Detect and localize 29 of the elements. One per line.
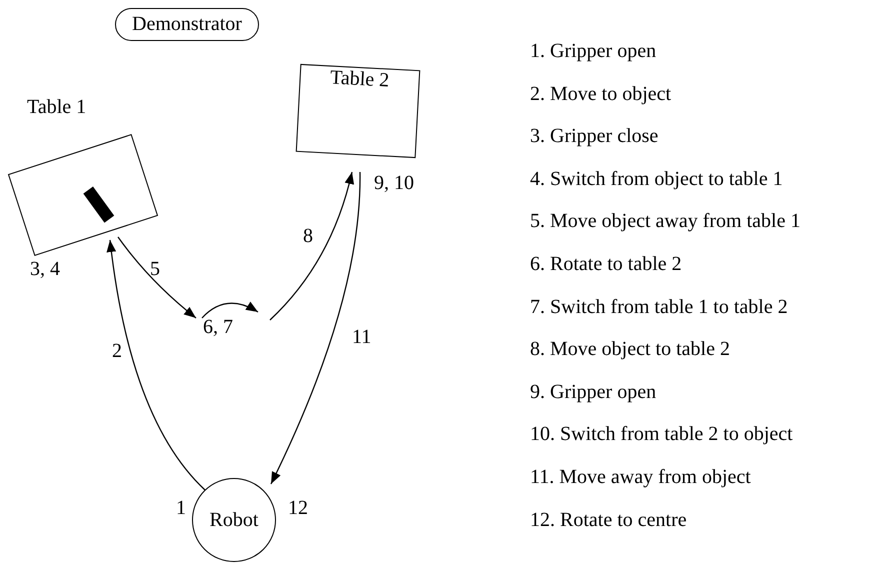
arrow: [106, 240, 206, 490]
step-description: 2. Move to object: [530, 82, 672, 107]
step-description: 9. Gripper open: [530, 380, 658, 405]
step-description: 7. Switch from table 1 to table 2: [530, 294, 789, 320]
rounded-box: Demonstrator: [115, 8, 259, 41]
step-description: 12. Rotate to centre: [530, 508, 688, 533]
robot-circle: Robot: [192, 478, 276, 562]
step-description: 8. Move object to table 2: [530, 337, 731, 362]
step-number: 12: [288, 497, 308, 520]
arrow: [270, 172, 361, 484]
step-description: 5. Move object away from table 1: [530, 209, 800, 234]
arrow: [270, 172, 354, 320]
step-description: 11. Move away from object: [530, 464, 752, 490]
edge-label: 11: [352, 326, 372, 349]
step-label: 6, 7: [203, 316, 233, 339]
step-number: 3, 4: [30, 258, 60, 281]
arrow: [118, 236, 196, 318]
table-outline: Table 2: [296, 64, 420, 158]
step-number: 9, 10: [374, 172, 414, 195]
edge-label: 8: [303, 225, 313, 248]
table-heading: Table 1: [27, 96, 86, 119]
edge-label: 2: [112, 340, 122, 363]
step-description: 1. Gripper open: [530, 39, 658, 64]
step-description: 6. Rotate to table 2: [530, 252, 683, 277]
step-description: 4. Switch from object to table 1: [530, 166, 784, 192]
edge-label: 5: [150, 258, 160, 281]
step-description: 10. Switch from table 2 to object: [530, 422, 794, 448]
step-description: 3. Gripper close: [530, 124, 660, 150]
step-number: 1: [176, 497, 186, 520]
